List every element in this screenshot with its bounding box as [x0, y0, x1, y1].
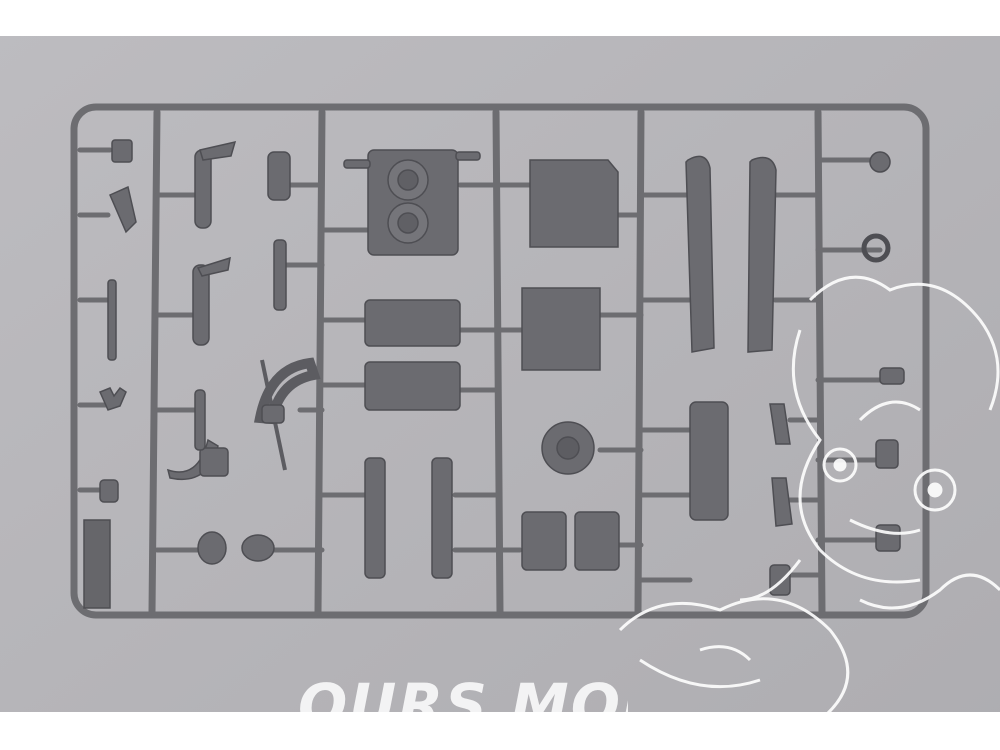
sprue-photo — [0, 36, 1000, 712]
watermark-brand-text: OURS MODEL — [298, 676, 628, 726]
watermark-text: OURS MODEL — [298, 676, 628, 726]
sprue-parts — [83, 139, 905, 609]
cartoon-bear-logo — [618, 275, 1000, 712]
sprue-gates — [77, 147, 883, 583]
sprue-drawing — [0, 36, 1000, 712]
